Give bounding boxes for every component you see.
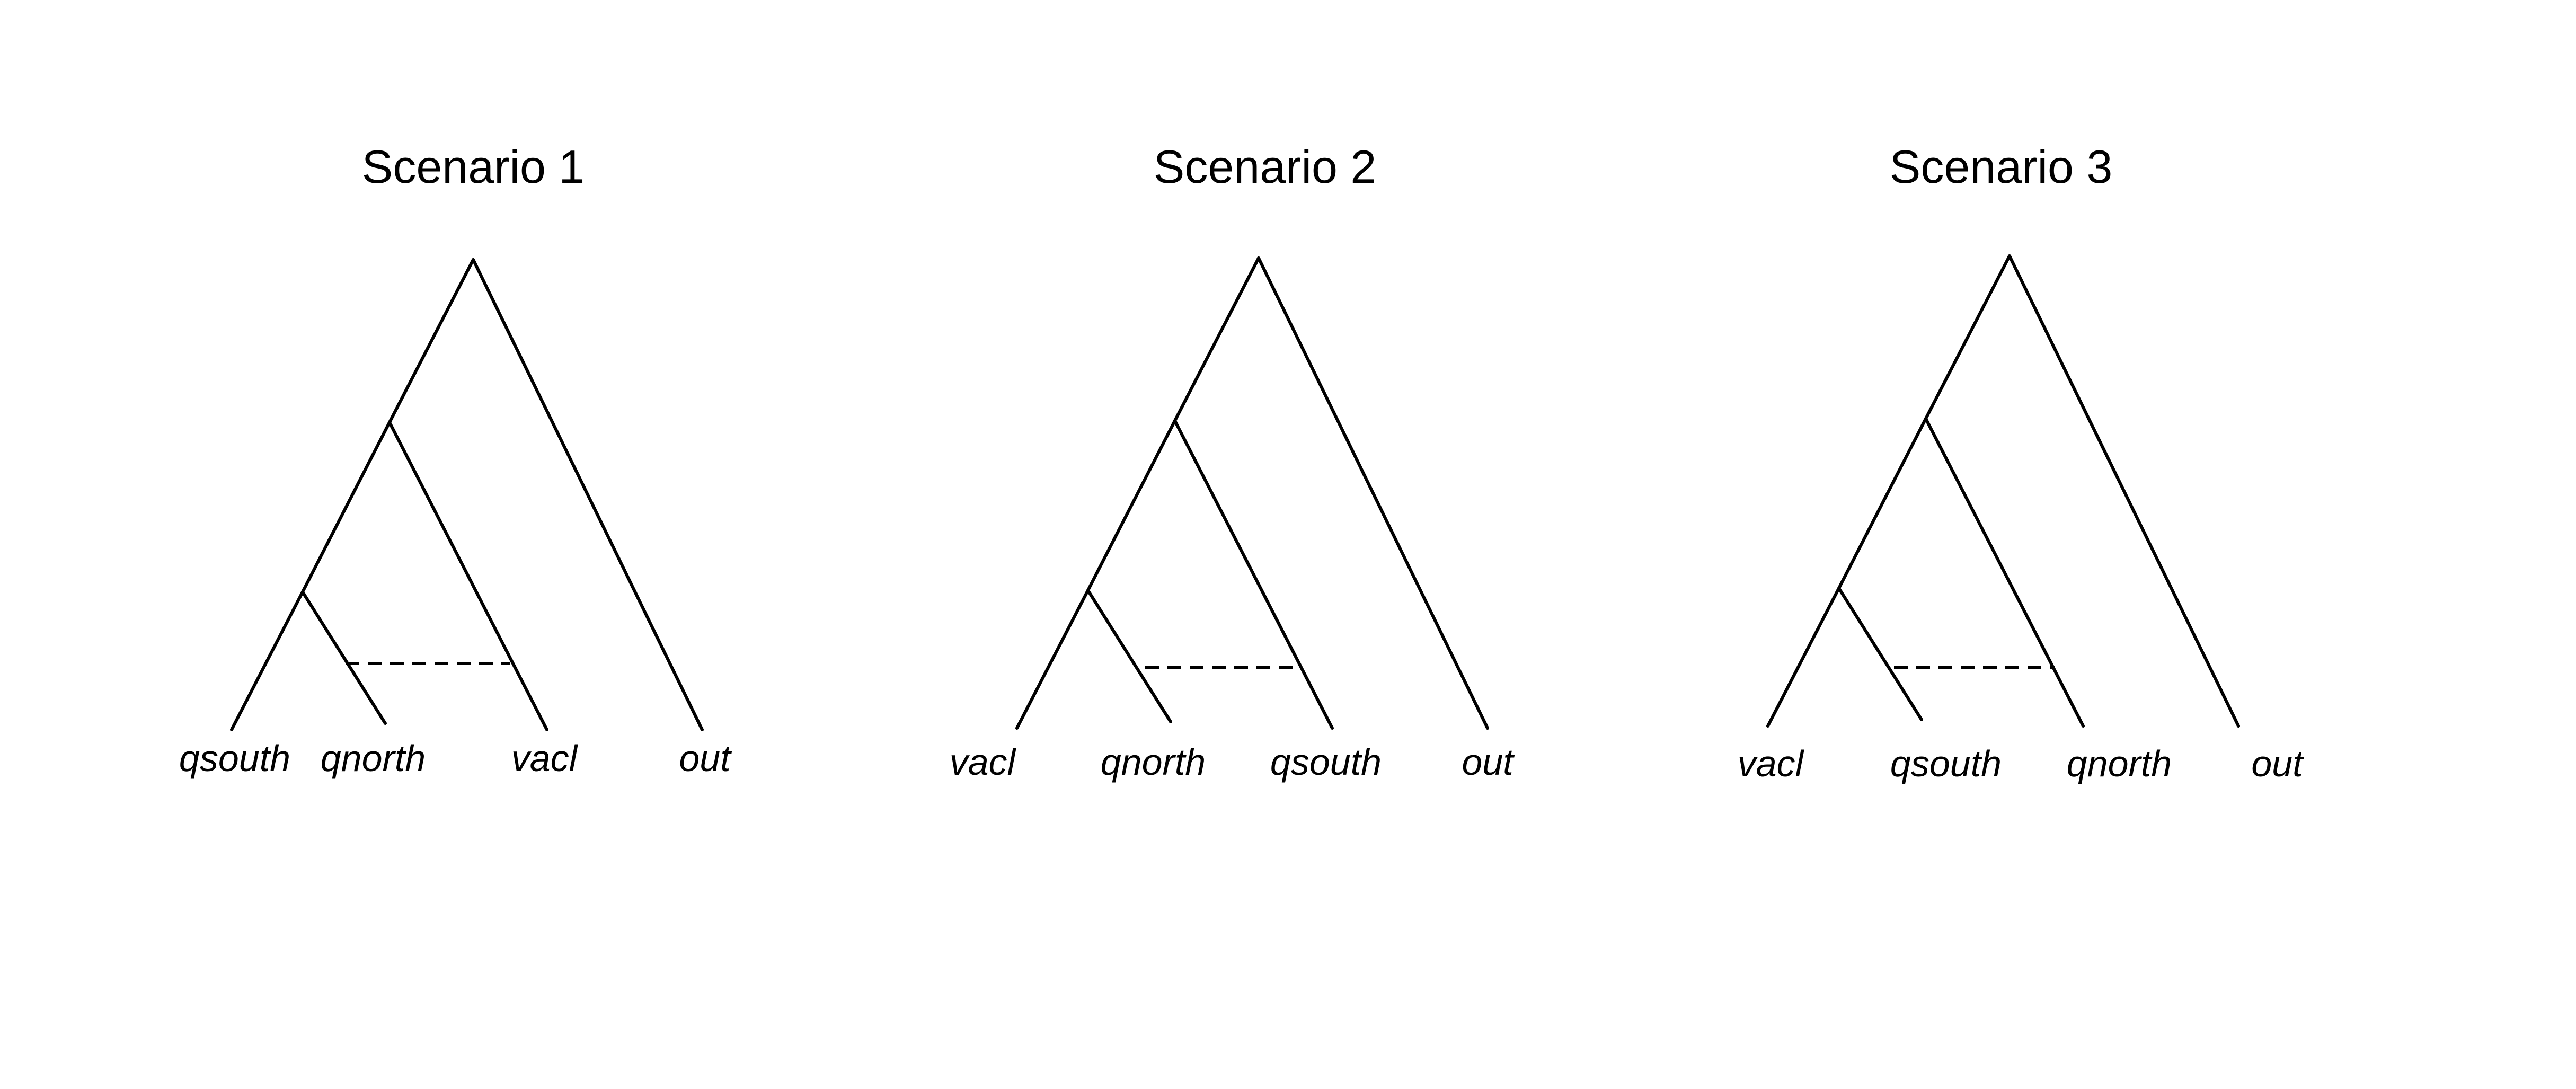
scenario-3-title: Scenario 3 — [1890, 140, 2113, 193]
scenario-2-tip-1-branch — [1015, 589, 1090, 730]
scenario-2-tree — [1015, 256, 1489, 730]
scenario-2-root-left-branch — [1173, 256, 1260, 422]
scenario-1-tree — [230, 258, 704, 731]
scenario-1-panel: Scenario 1 qsouth qnorth vacl out — [179, 140, 732, 779]
scenario-3-tip-label-2: qsouth — [1890, 743, 2002, 784]
scenario-2-tip-2-branch — [1086, 589, 1172, 723]
scenario-2-panel: Scenario 2 vacl qnorth qsouth out — [950, 140, 1515, 783]
scenario-2-root-right-branch — [1257, 256, 1489, 730]
scenario-1-tip-label-2: qnorth — [321, 738, 426, 779]
scenario-3-inner-right-branch — [1924, 417, 2085, 728]
scenario-1-inner-left-branch — [301, 421, 391, 594]
scenario-3-tip-label-1: vacl — [1738, 743, 1805, 784]
scenario-3-tip-2-branch — [1837, 587, 1923, 721]
scenario-3-tip-label-3: qnorth — [2067, 743, 2172, 784]
scenario-1-tip-label-4: out — [679, 738, 732, 779]
scenario-2-inner-left-branch — [1086, 419, 1176, 592]
scenario-2-tip-label-1: vacl — [950, 741, 1017, 783]
scenario-3-tree — [1766, 254, 2240, 728]
scenario-2-tip-label-4: out — [1462, 741, 1515, 783]
scenario-1-title: Scenario 1 — [362, 140, 585, 193]
scenario-3-panel: Scenario 3 vacl qsouth qnorth out — [1738, 140, 2304, 784]
scenario-1-root-left-branch — [388, 258, 475, 424]
scenario-3-tip-label-4: out — [2251, 743, 2304, 784]
scenario-1-tip-2-branch — [301, 590, 387, 725]
scenario-1-tip-label-1: qsouth — [179, 738, 290, 779]
scenario-1-root-right-branch — [472, 258, 704, 731]
scenario-3-inner-left-branch — [1837, 417, 1927, 590]
scenario-2-tip-label-2: qnorth — [1101, 741, 1206, 783]
scenario-1-inner-right-branch — [388, 421, 548, 731]
scenario-1-tip-1-branch — [230, 590, 304, 731]
scenario-2-tip-label-3: qsouth — [1270, 741, 1382, 783]
scenario-3-tip-1-branch — [1766, 587, 1840, 728]
scenario-3-root-left-branch — [1924, 254, 2011, 420]
scenario-3-root-right-branch — [2008, 254, 2240, 728]
scenario-2-title: Scenario 2 — [1154, 140, 1377, 193]
scenario-1-tip-label-3: vacl — [511, 738, 579, 779]
scenario-2-inner-right-branch — [1173, 419, 1334, 730]
